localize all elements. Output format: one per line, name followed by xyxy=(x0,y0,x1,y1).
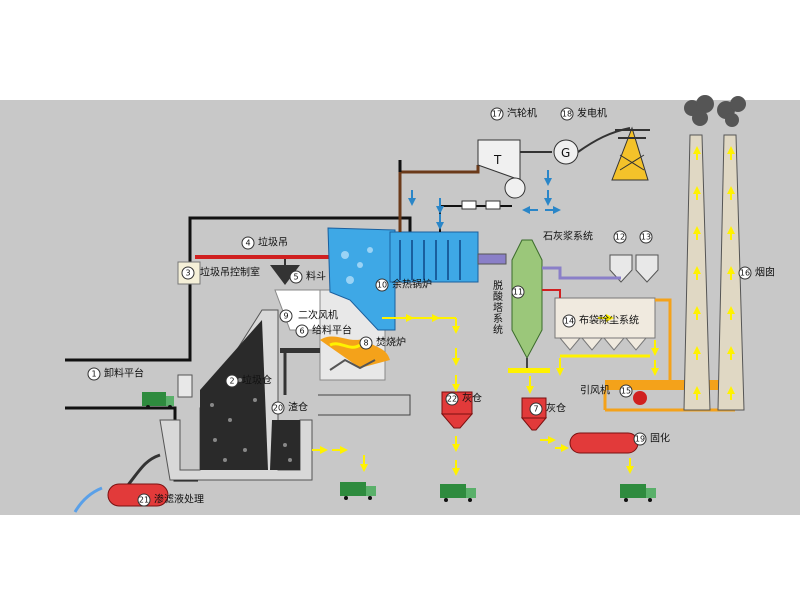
label-ash-bin-b: 灰仓 xyxy=(546,402,566,415)
hopper-shape xyxy=(270,265,300,285)
steam-pipe xyxy=(398,165,480,232)
marker-14: 14 xyxy=(564,317,574,326)
truck-ash xyxy=(440,484,476,498)
label-turbine: 汽轮机 xyxy=(507,107,537,120)
induced-fan-ducts xyxy=(603,298,735,412)
marker-21: 21 xyxy=(139,496,149,505)
label-bag-filter-system: 布袋除尘系统 xyxy=(579,314,639,327)
marker-19: 19 xyxy=(635,435,645,444)
marker-20: 20 xyxy=(273,404,283,413)
tower-base xyxy=(508,368,550,373)
marker-9: 9 xyxy=(283,312,288,321)
truck-solid xyxy=(620,484,656,498)
marker-17: 17 xyxy=(492,110,502,119)
label-unloading-platform: 卸料平台 xyxy=(104,367,144,380)
label-generator-symbol: G xyxy=(561,146,570,160)
marker-22: 22 xyxy=(447,395,457,404)
label-garbage-pit: 垃圾仓 xyxy=(242,374,272,387)
marker-2: 2 xyxy=(229,377,234,386)
smoke xyxy=(684,95,746,127)
label-waste-heat-boiler: 余热锅炉 xyxy=(392,278,432,291)
marker-16: 16 xyxy=(740,269,750,278)
marker-13: 13 xyxy=(641,233,651,242)
ash-bin-b xyxy=(520,397,548,431)
marker-15: 15 xyxy=(621,387,631,396)
label-garbage-crane: 垃圾吊 xyxy=(258,236,288,249)
number-markers xyxy=(87,107,752,507)
garbage-texture xyxy=(210,378,292,462)
marker-10: 10 xyxy=(377,281,387,290)
label-lime-slurry-system: 石灰浆系统 xyxy=(543,230,593,243)
leachate-flow xyxy=(73,486,103,513)
marker-18: 18 xyxy=(562,110,572,119)
label-leachate-treatment: 渗滤液处理 xyxy=(154,493,204,506)
marker-4: 4 xyxy=(245,239,250,248)
marker-11: 11 xyxy=(513,288,523,297)
label-turbine-symbol: T xyxy=(493,153,502,167)
label-incinerator: 焚烧炉 xyxy=(376,336,406,349)
waste-heat-boiler xyxy=(327,227,507,331)
flue-duct xyxy=(477,253,507,265)
power-tower xyxy=(611,126,650,181)
marker-8: 8 xyxy=(363,339,368,348)
air-water-arrows xyxy=(408,170,561,230)
label-generator: 发电机 xyxy=(577,107,607,120)
leachate-tank xyxy=(107,483,169,507)
marker-6: 6 xyxy=(299,327,304,336)
label-feeding-platform: 给料平台 xyxy=(312,324,352,337)
chimney-flow-arrows xyxy=(693,146,735,400)
marker-3: 3 xyxy=(185,269,190,278)
label-slag-bin: 渣仓 xyxy=(288,401,308,414)
label-solidification: 固化 xyxy=(650,432,670,445)
label-ash-bin-a: 灰仓 xyxy=(462,392,482,405)
lime-tanks xyxy=(542,254,659,283)
incinerator-shape xyxy=(274,289,411,416)
truck-unloading xyxy=(142,374,193,406)
marker-5: 5 xyxy=(293,273,298,282)
label-chimney: 烟囱 xyxy=(755,266,775,279)
truck-slag xyxy=(340,482,376,496)
number-labels: 1 2 3 4 5 6 7 8 9 10 11 12 13 14 15 16 1… xyxy=(91,110,750,505)
marker-12: 12 xyxy=(615,233,625,242)
marker-7: 7 xyxy=(533,405,538,414)
label-hopper: 料斗 xyxy=(306,270,326,283)
label-induced-fan: 引风机 xyxy=(580,384,610,397)
marker-1: 1 xyxy=(91,370,96,379)
ash-flow-arrows xyxy=(312,314,659,476)
leachate-pipe xyxy=(126,453,161,486)
label-secondary-fan: 二次风机 xyxy=(298,309,338,322)
label-desulfurization-tower: 脱酸塔系统 xyxy=(491,279,503,335)
component-labels: 卸料平台 垃圾仓 垃圾吊控制室 垃圾吊 料斗 二次风机 给料平台 焚烧炉 余热锅… xyxy=(104,107,775,506)
condenser-shape xyxy=(504,177,526,199)
solidification-tank xyxy=(569,432,639,454)
label-crane-control-room: 垃圾吊控制室 xyxy=(200,266,260,279)
garbage-pile xyxy=(200,320,268,470)
crane-rail xyxy=(195,255,340,259)
